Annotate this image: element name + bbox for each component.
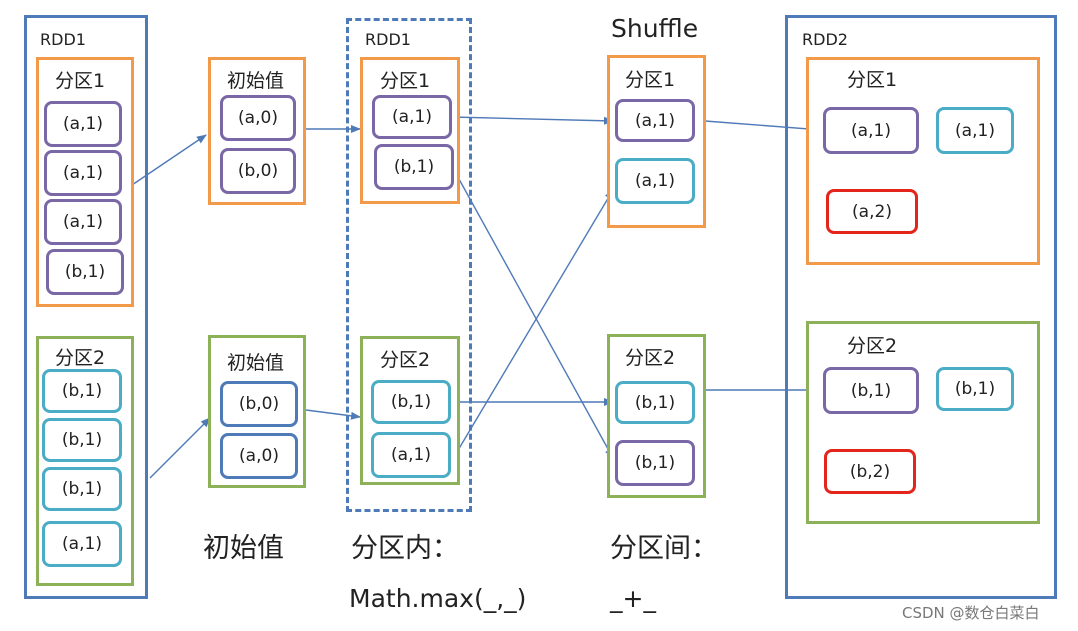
rdd2-partition-2-label: 分区2 <box>847 335 898 357</box>
rdd2-partition-1-label: 分区1 <box>847 69 898 91</box>
watermark: CSDN @数仓白菜白 <box>902 604 1040 622</box>
rdd2-p1-item-2: (a,1) <box>936 107 1014 154</box>
rdd1-mid-container <box>346 18 472 512</box>
rdd1-p2-item-2: (b,1) <box>42 418 122 462</box>
init-top-item-2: (b,0) <box>220 148 296 194</box>
caption-between-partition: 分区间： <box>610 533 718 564</box>
shuffle-partition-1-label: 分区1 <box>625 69 676 91</box>
mid-p2-item-2: (a,1) <box>371 432 451 478</box>
mid-p1-item-2: (b,1) <box>374 144 454 190</box>
shuffle-partition-2-label: 分区2 <box>625 347 676 369</box>
rdd2-p2-item-2: (b,1) <box>936 367 1014 411</box>
rdd2-p1-item-1: (a,1) <box>823 107 919 154</box>
init-top-item-1: (a,0) <box>220 95 296 141</box>
caption-init: 初始值 <box>203 533 284 564</box>
rdd1-p1-item-1: (a,1) <box>44 101 122 147</box>
rdd2-p2-item-3: (b,2) <box>824 449 916 494</box>
shuffle-p1-item-1: (a,1) <box>615 99 695 142</box>
rdd1-left-partition-1-label: 分区1 <box>55 70 106 92</box>
shuffle-title: Shuffle <box>611 14 699 43</box>
arrow-mid-b1-to-shuffle-p2 <box>453 169 614 459</box>
shuffle-p2-item-2: (b,1) <box>615 440 695 486</box>
rdd1-left-container <box>24 15 148 599</box>
rdd1-p1-item-4: (b,1) <box>46 249 124 295</box>
rdd2-p2-item-1: (b,1) <box>823 367 919 414</box>
shuffle-p1-item-2: (a,1) <box>615 158 695 204</box>
rdd2-label: RDD2 <box>802 30 848 49</box>
caption-within-func: Math.max(_,_) <box>349 584 527 613</box>
rdd1-left-label: RDD1 <box>40 30 86 49</box>
caption-within-partition: 分区内： <box>351 533 459 564</box>
arrow-rdd1p1-to-init-top <box>131 134 207 186</box>
init-bottom-item-1: (b,0) <box>220 381 298 427</box>
mid-partition-1-label: 分区1 <box>380 70 431 92</box>
rdd2-container <box>785 15 1057 599</box>
init-bottom-label: 初始值 <box>227 352 285 374</box>
init-top-label: 初始值 <box>227 70 285 92</box>
rdd1-mid-label: RDD1 <box>365 30 411 49</box>
init-bottom-item-2: (a,0) <box>220 433 298 479</box>
arrow-rdd1p2-to-init-bottom <box>149 417 211 479</box>
rdd1-p2-item-4: (a,1) <box>42 521 122 567</box>
arrow-shuffle-p1-to-rdd2-p1 <box>704 120 823 134</box>
mid-p1-item-1: (a,1) <box>372 95 452 139</box>
arrow-init-bottom-to-mid-p2 <box>305 409 361 420</box>
arrow-mid-a1-to-shuffle-p1 <box>451 116 614 125</box>
rdd1-p1-item-2: (a,1) <box>44 150 122 196</box>
rdd1-p2-item-1: (b,1) <box>42 369 122 413</box>
mid-partition-2-label: 分区2 <box>380 349 431 371</box>
rdd1-p1-item-3: (a,1) <box>44 199 122 245</box>
rdd2-p1-item-3: (a,2) <box>826 189 918 234</box>
arrow-mid-a1b-to-shuffle-p1 <box>450 189 614 463</box>
caption-between-func: _+_ <box>610 584 656 613</box>
shuffle-p2-item-1: (b,1) <box>615 381 695 424</box>
rdd1-left-partition-2-label: 分区2 <box>55 347 106 369</box>
mid-p2-item-1: (b,1) <box>371 380 451 424</box>
rdd1-p2-item-3: (b,1) <box>42 467 122 511</box>
